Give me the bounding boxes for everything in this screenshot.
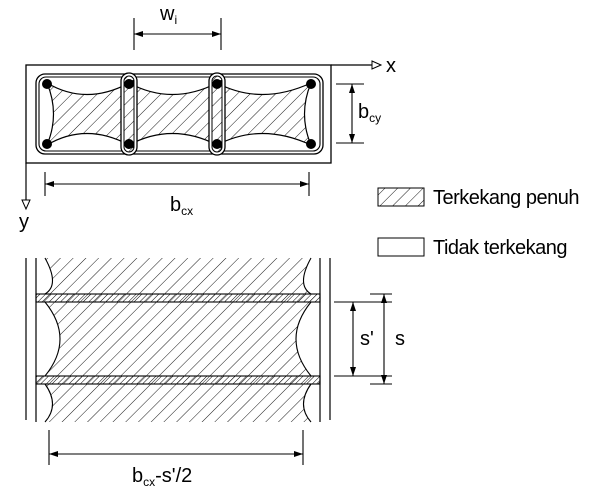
rebar [124,139,134,149]
dimension-bcx: bcx [44,172,310,218]
dimension-s-prime: s' [334,301,392,377]
dimension-bcy: bcy [336,83,381,144]
x-axis-label: x [386,55,396,77]
dim-bcx-minus-s-label: bcx-s'/2 [132,465,192,489]
rebar [42,139,52,149]
dimension-bcx-minus-s: bcx-s'/2 [48,430,304,489]
hoop-band-lower [35,375,321,385]
rebar [42,79,52,89]
dim-bcy-label: bcy [358,101,381,125]
legend-label-unconfined: Tidak terkekang [433,237,567,259]
hoop-inner [38,76,321,152]
axes: x y [19,55,396,233]
legend-swatch-confined [377,187,425,207]
elevation-view [25,257,331,423]
dim-wi-label: wi [159,3,177,27]
rebar [124,79,134,89]
rebar [212,139,222,149]
legend: Terkekang penuh Tidak terkekang [377,187,579,259]
hoop-outer [35,73,324,155]
y-axis-arrow [21,199,31,211]
cross-section [25,64,332,164]
legend-label-confined: Terkekang penuh [433,187,579,209]
legend-swatch-unconfined [377,237,425,257]
rebar [306,79,316,89]
dimension-s: s [370,293,405,385]
rebar [306,139,316,149]
dimension-wi: wi [133,3,222,50]
dim-bcx-label: bcx [170,194,193,218]
y-axis-label: y [19,211,29,233]
dim-s-label: s [395,328,405,350]
confined-core-region [45,81,313,147]
dim-s-prime-label: s' [360,328,374,350]
hoop-band-upper [35,293,321,303]
x-axis-arrow [371,60,383,70]
rebar [212,79,222,89]
column-outline [25,64,332,164]
